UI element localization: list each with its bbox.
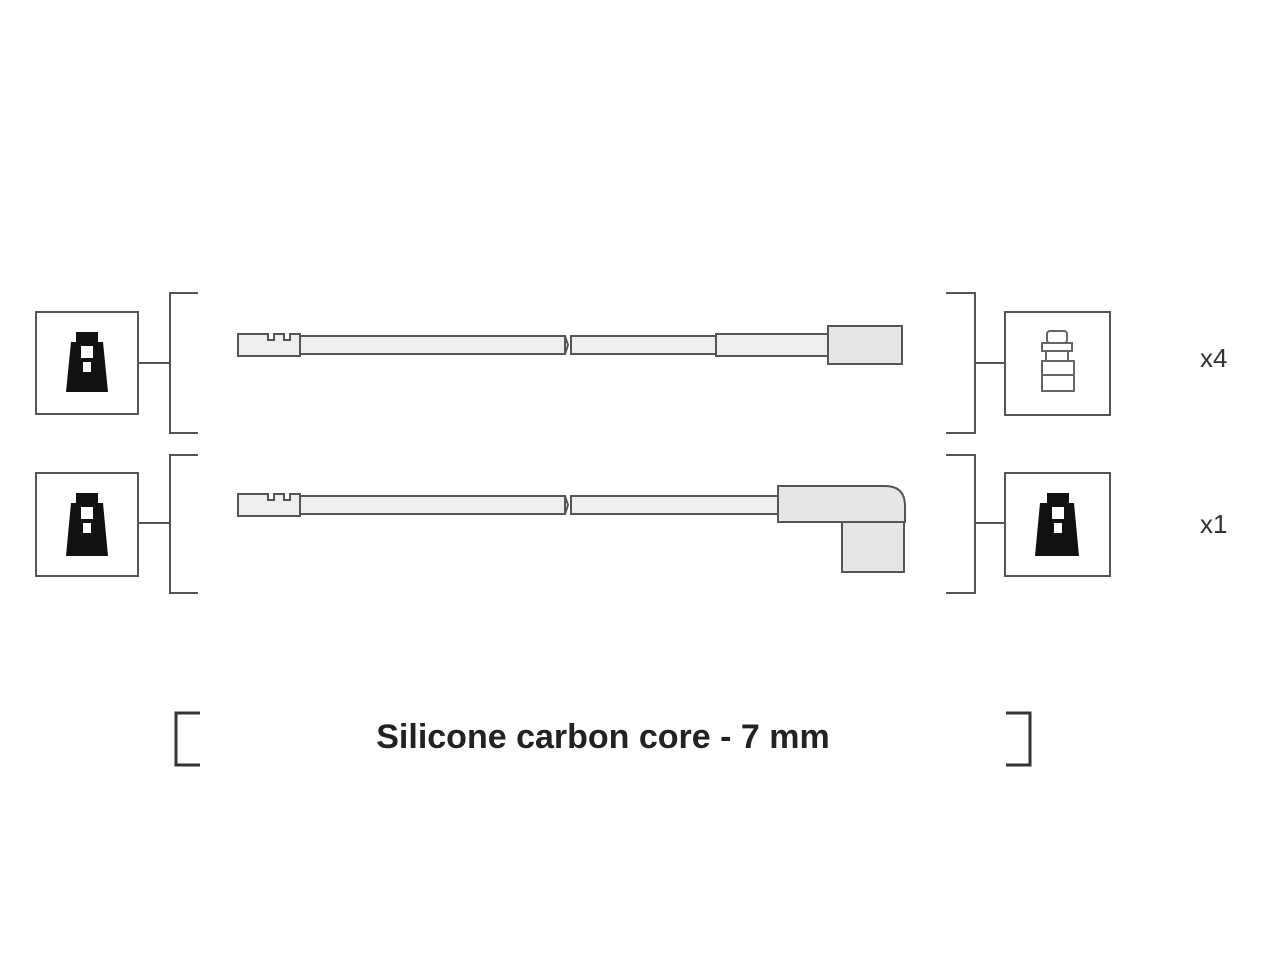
spark-plug-end-symbol-box-2 (1004, 472, 1111, 577)
quantity-label: x4 (1200, 343, 1227, 373)
left-bracket-2 (169, 454, 198, 594)
cable-row-1: x4 (35, 292, 1227, 434)
cable-core-caption: Silicone carbon core - 7 mm (376, 718, 829, 756)
quantity-label: x1 (1200, 509, 1227, 539)
straight-plug-cable (237, 325, 903, 365)
coil-end-symbol-box-1 (35, 311, 139, 415)
caption-right-bracket (1006, 711, 1032, 767)
caption-left-bracket (174, 711, 200, 767)
cable-row-2: x1 (35, 454, 1227, 594)
plug-terminal-icon (1041, 330, 1075, 392)
angled-plug-cable (237, 485, 906, 573)
right-bracket-1 (946, 292, 976, 434)
coil-end-symbol-box-2 (35, 472, 139, 577)
right-bracket-2 (946, 454, 976, 594)
spark-plug-end-symbol-box-1 (1004, 311, 1111, 416)
left-bracket-1 (169, 292, 198, 434)
caption-block: Silicone carbon core - 7 mm (174, 711, 1032, 767)
